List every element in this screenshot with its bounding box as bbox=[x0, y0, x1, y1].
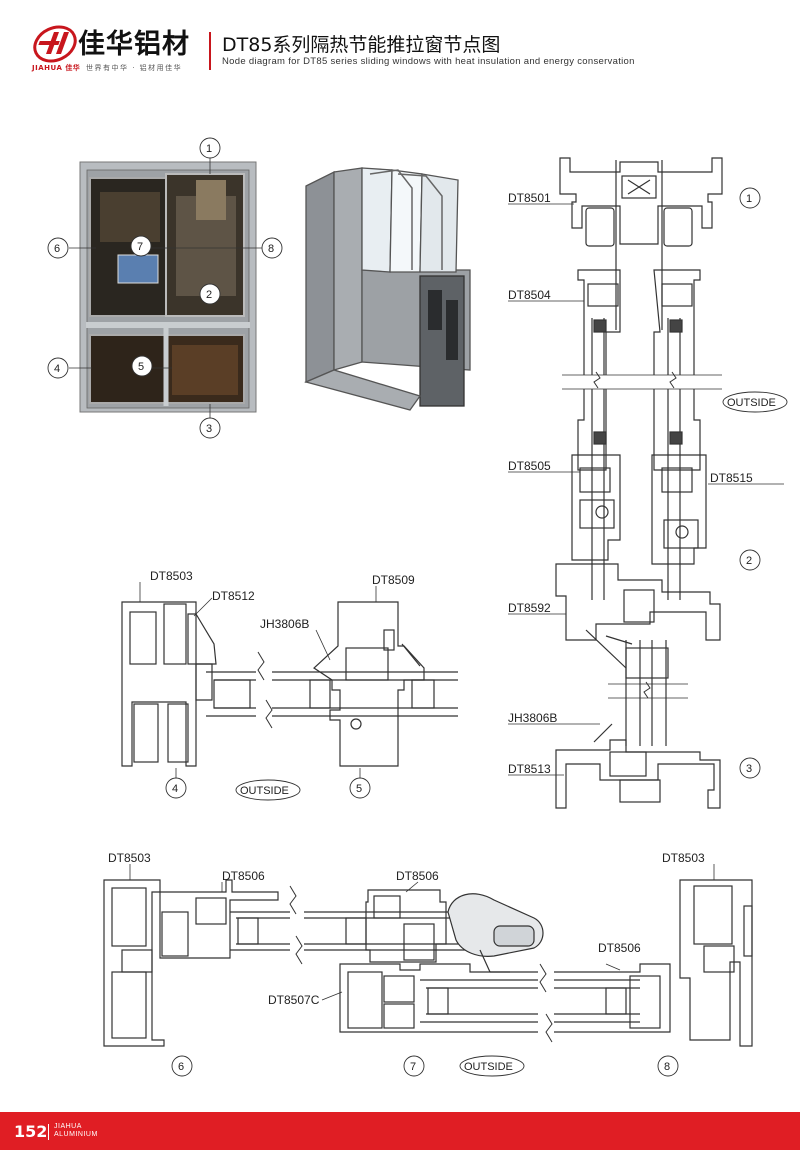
profile-3d-render bbox=[304, 167, 471, 411]
label-dt8505: DT8505 bbox=[508, 459, 551, 473]
page-header: 佳华铝材 JIAHUA 佳华 世界有中华 · 铝材用佳华 DT85系列隔热节能推… bbox=[0, 0, 800, 80]
label-dt8503-left: DT8503 bbox=[108, 851, 151, 865]
photo-marker-7: 7 bbox=[137, 241, 143, 253]
jiahua-logo-icon bbox=[33, 25, 77, 63]
marker-1: 1 bbox=[746, 193, 752, 205]
outside-label-right: OUTSIDE bbox=[727, 397, 776, 409]
marker-5: 5 bbox=[356, 783, 362, 795]
label-dt8515: DT8515 bbox=[710, 471, 753, 485]
label-jh3806b: JH3806B bbox=[508, 711, 557, 725]
photo-marker-8: 8 bbox=[268, 243, 274, 255]
label-dt8506-right: DT8506 bbox=[598, 941, 641, 955]
photo-marker-2: 2 bbox=[206, 289, 212, 301]
label-dt8503-mid: DT8503 bbox=[150, 569, 193, 583]
marker-7: 7 bbox=[410, 1061, 416, 1073]
bottom-section-label-lines bbox=[129, 864, 715, 1001]
vertical-section-drawing bbox=[555, 157, 723, 809]
photo-marker-1: 1 bbox=[206, 143, 212, 155]
label-dt8506-left: DT8506 bbox=[222, 869, 265, 883]
photo-marker-3: 3 bbox=[206, 423, 212, 435]
brand-en: JIAHUA 佳华 bbox=[32, 64, 81, 72]
outside-label-bottom: OUTSIDE bbox=[464, 1061, 513, 1073]
header-divider bbox=[209, 32, 211, 70]
label-dt8512: DT8512 bbox=[212, 589, 255, 603]
label-dt8509: DT8509 bbox=[372, 573, 415, 587]
photo-marker-5: 5 bbox=[138, 361, 144, 373]
mid-section-label-lines bbox=[139, 582, 377, 780]
marker-8: 8 bbox=[664, 1061, 670, 1073]
window-photo bbox=[79, 161, 257, 413]
footer-brand: JIAHUA ALUMINIUM bbox=[54, 1123, 98, 1138]
label-dt8503-right: DT8503 bbox=[662, 851, 705, 865]
label-dt8507c: DT8507C bbox=[268, 993, 320, 1007]
page-subtitle: Node diagram for DT85 series sliding win… bbox=[222, 56, 635, 67]
label-dt8513: DT8513 bbox=[508, 762, 551, 776]
bottom-section-drawing bbox=[103, 879, 753, 1047]
page-footer: 152 JIAHUA ALUMINIUM bbox=[0, 1112, 800, 1150]
brand-name: 佳华铝材 bbox=[78, 29, 190, 60]
photo-marker-4: 4 bbox=[54, 363, 60, 375]
marker-3: 3 bbox=[746, 763, 752, 775]
brand-slogan: 世界有中华 · 铝材用佳华 bbox=[86, 64, 183, 72]
page-number: 152 bbox=[14, 1122, 48, 1141]
marker-2: 2 bbox=[746, 555, 752, 567]
page-title: DT85系列隔热节能推拉窗节点图 bbox=[222, 34, 501, 56]
label-jh3806b-mid: JH3806B bbox=[260, 617, 309, 631]
label-dt8504: DT8504 bbox=[508, 288, 551, 302]
photo-marker-6: 6 bbox=[54, 243, 60, 255]
marker-4: 4 bbox=[172, 783, 178, 795]
label-dt8592: DT8592 bbox=[508, 601, 551, 615]
footer-divider bbox=[48, 1124, 49, 1140]
circle-markers bbox=[47, 137, 761, 1077]
label-dt8506-mid: DT8506 bbox=[396, 869, 439, 883]
vertical-section-labels bbox=[508, 203, 784, 776]
label-dt8501: DT8501 bbox=[508, 191, 551, 205]
marker-6: 6 bbox=[178, 1061, 184, 1073]
outside-label-mid: OUTSIDE bbox=[240, 785, 289, 797]
